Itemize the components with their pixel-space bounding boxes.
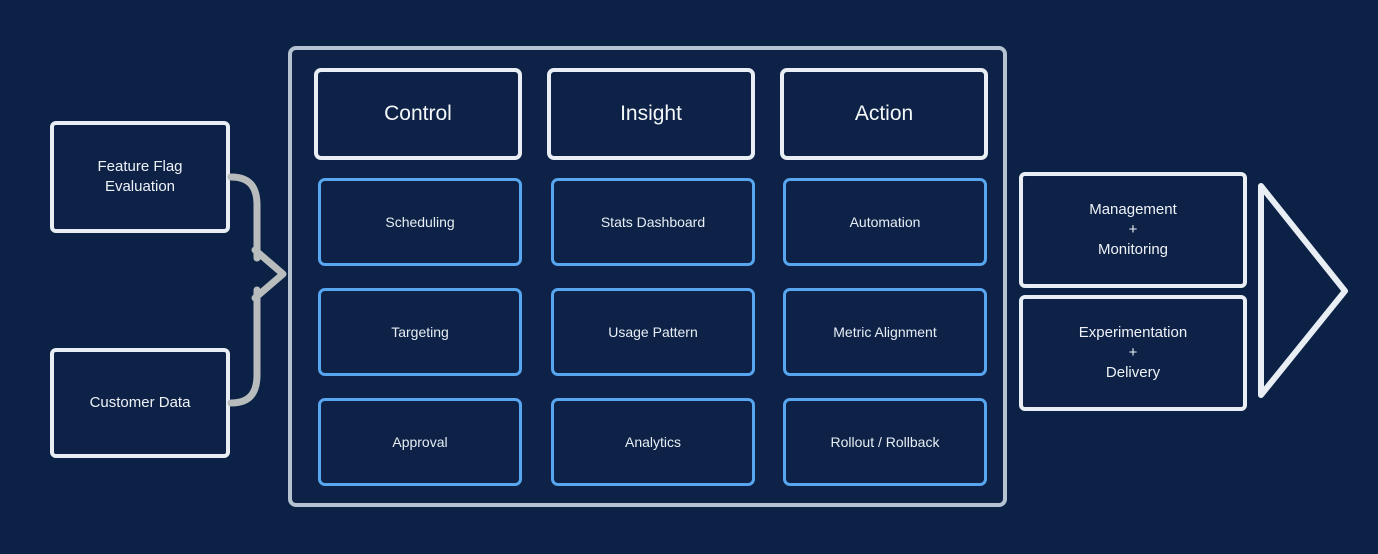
card-rollout-rollback[interactable]: Rollout / Rollback <box>783 398 987 486</box>
input-box-feature-flag-evaluation[interactable]: Feature Flag Evaluation <box>50 121 230 233</box>
column-header-insight[interactable]: Insight <box>547 68 755 160</box>
card-approval[interactable]: Approval <box>318 398 522 486</box>
capabilities-panel: Control Scheduling Targeting Approval In… <box>288 46 1007 507</box>
outcome-box-experimentation-delivery[interactable]: Experimentation + Delivery <box>1019 295 1247 411</box>
column-header-action[interactable]: Action <box>780 68 988 160</box>
card-metric-alignment[interactable]: Metric Alignment <box>783 288 987 376</box>
outcome-box-management-monitoring[interactable]: Management + Monitoring <box>1019 172 1247 288</box>
input-box-customer-data[interactable]: Customer Data <box>50 348 230 458</box>
card-stats-dashboard[interactable]: Stats Dashboard <box>551 178 755 266</box>
card-targeting[interactable]: Targeting <box>318 288 522 376</box>
card-usage-pattern[interactable]: Usage Pattern <box>551 288 755 376</box>
column-header-control[interactable]: Control <box>314 68 522 160</box>
card-scheduling[interactable]: Scheduling <box>318 178 522 266</box>
card-analytics[interactable]: Analytics <box>551 398 755 486</box>
card-automation[interactable]: Automation <box>783 178 987 266</box>
